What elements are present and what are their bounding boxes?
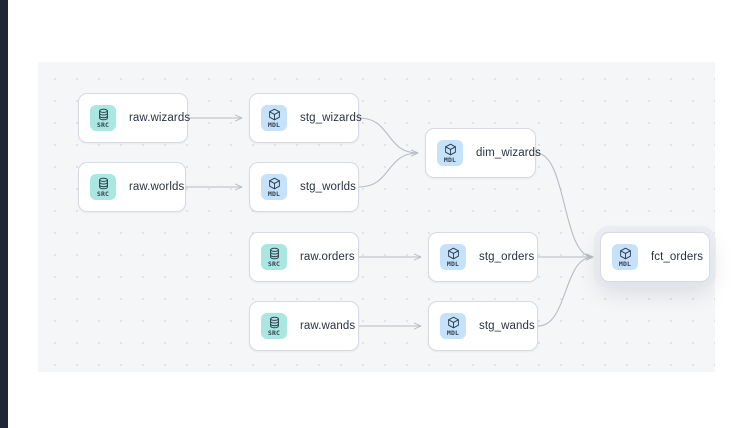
node-label: stg_orders [479, 251, 535, 263]
model-badge: MDL [261, 105, 287, 131]
node-type-label: MDL [446, 328, 460, 337]
node-label: raw.orders [300, 251, 355, 263]
node-type-label: MDL [267, 189, 281, 198]
node-label: fct_orders [651, 251, 704, 263]
lineage-edge-stg_wands-to-fct_orders [537, 257, 593, 327]
cube-icon [447, 316, 460, 329]
lineage-edges [185, 62, 715, 372]
node-label: raw.worlds [129, 181, 185, 193]
node-label: raw.wizards [129, 112, 191, 124]
node-label: stg_worlds [300, 181, 356, 193]
source-badge: SRC [90, 174, 116, 200]
model-badge: MDL [437, 140, 463, 166]
node-type-label: SRC [267, 328, 281, 337]
model-badge: MDL [261, 174, 287, 200]
lineage-node-stg_orders[interactable]: MDL stg_orders [428, 232, 538, 282]
lineage-node-raw_worlds[interactable]: SRC raw.worlds [78, 162, 186, 212]
model-badge: MDL [612, 244, 638, 270]
node-type-label: MDL [267, 120, 281, 129]
node-label: dim_wizards [476, 147, 542, 159]
node-label: raw.wands [300, 320, 356, 332]
node-label: stg_wizards [300, 112, 362, 124]
cube-icon [447, 247, 460, 260]
database-icon [97, 108, 110, 121]
lineage-node-raw_wizards[interactable]: SRC raw.wizards [78, 93, 191, 143]
lineage-node-fct_orders[interactable]: MDL fct_orders [600, 232, 710, 282]
source-badge: SRC [261, 313, 287, 339]
source-badge: SRC [261, 244, 287, 270]
cube-icon [268, 108, 281, 121]
cube-icon [268, 177, 281, 190]
source-badge: SRC [90, 105, 116, 131]
database-icon [268, 316, 281, 329]
database-icon [97, 177, 110, 190]
node-type-label: SRC [267, 259, 281, 268]
lineage-node-raw_wands[interactable]: SRC raw.wands [249, 301, 359, 351]
lineage-node-stg_wands[interactable]: MDL stg_wands [428, 301, 538, 351]
lineage-edge-dim_wizards-to-fct_orders [535, 152, 593, 257]
lineage-node-dim_wizards[interactable]: MDL dim_wizards [425, 128, 541, 178]
lineage-edge-stg_worlds-to-dim_wizards [358, 153, 418, 188]
lineage-node-raw_orders[interactable]: SRC raw.orders [249, 232, 359, 282]
node-type-label: MDL [443, 155, 457, 164]
node-label: stg_wands [479, 320, 535, 332]
cube-icon [619, 247, 632, 260]
lineage-node-stg_worlds[interactable]: MDL stg_worlds [249, 162, 359, 212]
left-navigation-rail[interactable] [0, 0, 8, 428]
lineage-node-stg_wizards[interactable]: MDL stg_wizards [249, 93, 362, 143]
lineage-edge-stg_wizards-to-dim_wizards [358, 117, 418, 153]
model-badge: MDL [440, 244, 466, 270]
database-icon [268, 247, 281, 260]
node-type-label: SRC [96, 120, 110, 129]
node-type-label: SRC [96, 189, 110, 198]
model-badge: MDL [440, 313, 466, 339]
node-type-label: MDL [618, 259, 632, 268]
node-type-label: MDL [446, 259, 460, 268]
cube-icon [444, 143, 457, 156]
lineage-graph-canvas[interactable]: SRC raw.wizards SRC raw.worlds SRC raw.o… [38, 62, 715, 372]
